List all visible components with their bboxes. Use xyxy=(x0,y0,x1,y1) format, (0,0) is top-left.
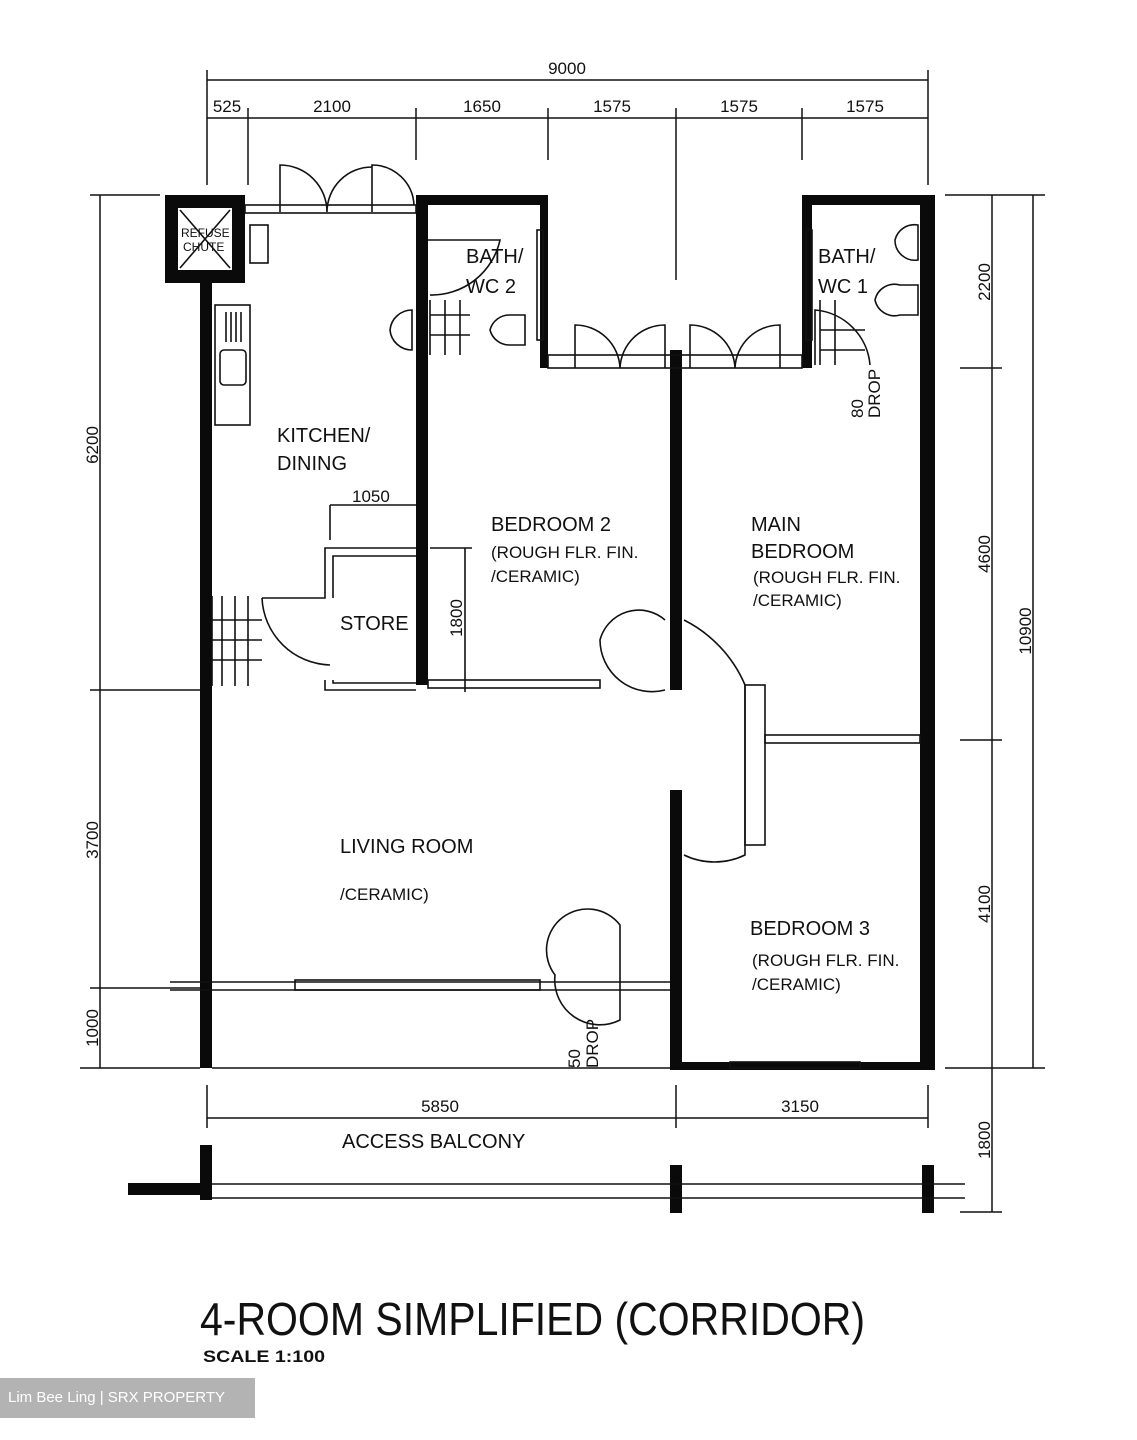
kitchen-label-1: KITCHEN/ xyxy=(277,425,371,447)
store-width-dim: 1050 xyxy=(352,487,390,506)
dim-right-4: 1800 xyxy=(975,1121,994,1159)
living-room-ceramic: /CERAMIC) xyxy=(340,885,429,904)
access-balcony: ACCESS BALCONY xyxy=(128,1131,965,1213)
dim-top-4: 1575 xyxy=(593,97,631,116)
dim-top-1: 525 xyxy=(213,97,241,116)
dim-bottom-1: 5850 xyxy=(421,1097,459,1116)
dim-top-2: 2100 xyxy=(313,97,351,116)
bath1-drop-label: DROP xyxy=(865,369,884,418)
main-bedroom-label-2: BEDROOM xyxy=(751,541,854,563)
main-bedroom-finish: (ROUGH FLR. FIN. xyxy=(753,568,900,587)
dim-top-6: 1575 xyxy=(846,97,884,116)
main-bedroom-label-1: MAIN xyxy=(751,514,801,536)
right-dimensions: 2200 4600 4100 1800 10900 xyxy=(945,194,1045,1213)
dim-left-1: 6200 xyxy=(83,426,102,464)
dim-bottom-2: 3150 xyxy=(781,1097,819,1116)
bath-wc-1-label-2: WC 1 xyxy=(818,276,868,298)
bedroom-3-ceramic: /CERAMIC) xyxy=(752,975,841,994)
bath1-drop-value: 80 xyxy=(848,399,867,418)
left-dimensions: 6200 3700 1000 xyxy=(80,194,200,1069)
main-bedroom-ceramic: /CERAMIC) xyxy=(753,591,842,610)
bath-wc-2-label-2: WC 2 xyxy=(466,276,516,298)
plan-scale: SCALE 1:100 xyxy=(203,1347,325,1366)
room-labels: REFUSE CHUTE BATH/ WC 2 BATH/ WC 1 80 DR… xyxy=(181,226,900,1068)
bedroom-2-ceramic: /CERAMIC) xyxy=(491,567,580,586)
dim-right-3: 4100 xyxy=(975,885,994,923)
bedroom-2-label: BEDROOM 2 xyxy=(491,514,611,536)
dim-right-2: 4600 xyxy=(975,535,994,573)
bedroom-3-finish: (ROUGH FLR. FIN. xyxy=(752,951,899,970)
living-room-label: LIVING ROOM xyxy=(340,836,473,858)
dim-top-5: 1575 xyxy=(720,97,758,116)
living-drop-value: 50 xyxy=(565,1049,584,1068)
refuse-chute-label-2: CHUTE xyxy=(183,240,224,254)
bedroom-3-label: BEDROOM 3 xyxy=(750,918,870,940)
dim-left-3: 1000 xyxy=(83,1009,102,1047)
dim-overall-depth: 10900 xyxy=(1016,607,1035,654)
bath-wc-2-label-1: BATH/ xyxy=(466,246,524,268)
refuse-chute-label-1: REFUSE xyxy=(181,226,230,240)
top-dimensions: 9000 525 2100 1650 1575 1575 1575 xyxy=(206,59,929,280)
plan-title: 4-ROOM SIMPLIFIED (CORRIDOR) xyxy=(200,1293,865,1345)
kitchen-label-2: DINING xyxy=(277,453,347,475)
dim-overall-width: 9000 xyxy=(548,59,586,78)
store-label: STORE xyxy=(340,613,409,635)
watermark: Lim Bee Ling | SRX PROPERTY xyxy=(0,1378,255,1418)
dim-right-1: 2200 xyxy=(975,263,994,301)
dim-top-3: 1650 xyxy=(463,97,501,116)
bedroom-2-finish: (ROUGH FLR. FIN. xyxy=(491,543,638,562)
living-drop-label: DROP xyxy=(583,1019,602,1068)
refuse-chute-wall xyxy=(165,195,245,283)
walls xyxy=(165,164,935,1070)
bottom-dimensions: 5850 3150 xyxy=(206,1085,929,1128)
access-balcony-label: ACCESS BALCONY xyxy=(342,1131,525,1153)
bath-wc-1-label-1: BATH/ xyxy=(818,246,876,268)
dim-left-2: 3700 xyxy=(83,821,102,859)
store-depth-dim: 1800 xyxy=(447,599,466,637)
